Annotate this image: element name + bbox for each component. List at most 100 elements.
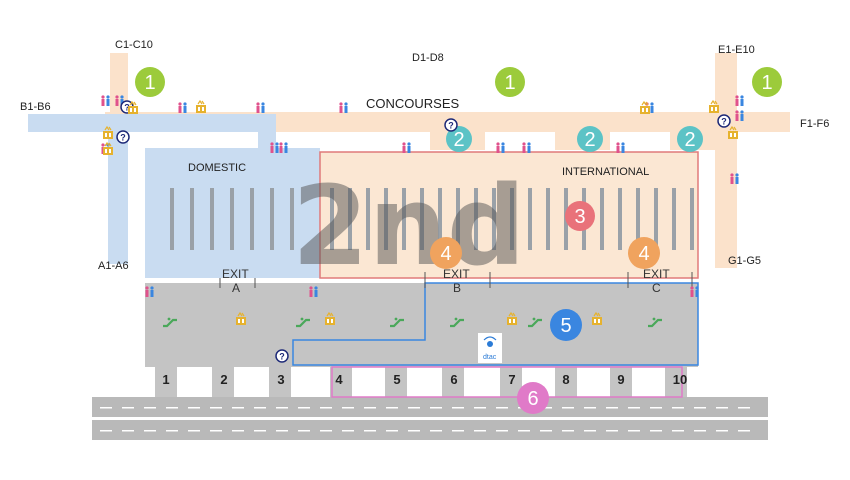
escalator-icon xyxy=(163,317,177,328)
door-block-7 xyxy=(500,367,522,397)
badges: 1 1 1 2 2 2 3 4 4 5 6 xyxy=(135,67,782,414)
gate-lane-24 xyxy=(618,188,622,250)
departure-hall xyxy=(145,283,698,367)
door-block-5 xyxy=(385,367,407,397)
gate-lane-25 xyxy=(636,188,640,250)
road-dash xyxy=(672,407,684,409)
restroom-icon xyxy=(309,286,318,297)
restroom-icon xyxy=(339,102,348,113)
escalator-icon xyxy=(390,317,404,328)
road-dash xyxy=(342,430,354,432)
door-number-6: 6 xyxy=(450,372,457,387)
badge-5: 5 xyxy=(560,315,571,337)
exit-c-letter: C xyxy=(652,281,661,295)
restroom-icon xyxy=(145,286,154,297)
road-dash xyxy=(716,407,728,409)
pier-f xyxy=(735,112,790,132)
gate-lane-5 xyxy=(250,188,254,250)
elevator-icon xyxy=(507,311,517,325)
road-dash xyxy=(738,430,750,432)
gate-lane-15 xyxy=(456,188,460,250)
restroom-icon xyxy=(735,95,744,106)
door-block-6 xyxy=(442,367,464,397)
brand-text: dtac xyxy=(483,354,497,361)
road-dash xyxy=(650,407,662,409)
road-dash xyxy=(386,407,398,409)
badge-3-circle xyxy=(565,201,595,231)
road-dash xyxy=(452,407,464,409)
road-dash xyxy=(166,430,178,432)
road-dash xyxy=(606,430,618,432)
door-number-2: 2 xyxy=(220,372,227,387)
road-dash xyxy=(122,430,134,432)
gate-lane-10 xyxy=(366,188,370,250)
road-dash xyxy=(430,407,442,409)
exit-a-letter: A xyxy=(232,281,240,295)
road-dash xyxy=(672,430,684,432)
gate-lane-9 xyxy=(348,188,352,250)
door-number-5: 5 xyxy=(393,372,400,387)
road-dash xyxy=(166,407,178,409)
escalator-icon xyxy=(296,317,310,328)
road-dash xyxy=(144,407,156,409)
pier-f-label: F1-F6 xyxy=(800,118,829,130)
road-dash xyxy=(606,407,618,409)
badge-6: 6 xyxy=(527,388,538,410)
gate-lane-1 xyxy=(170,188,174,250)
road-dash xyxy=(386,430,398,432)
door-block-8 xyxy=(555,367,577,397)
road-dash xyxy=(430,430,442,432)
restroom-icon xyxy=(279,142,288,153)
road-dash xyxy=(276,407,288,409)
elevator-icon xyxy=(103,125,113,139)
pier-g-label: G1-G5 xyxy=(728,255,761,267)
badge-4-c: 4 xyxy=(638,243,649,265)
international-hall-outline xyxy=(292,282,699,366)
badge-1-c: 1 xyxy=(144,72,155,94)
elevator-icon xyxy=(640,100,650,114)
badge-1-e: 1 xyxy=(761,72,772,94)
gate-lane-17 xyxy=(492,188,496,250)
badge-2-circle xyxy=(446,126,472,152)
gate-lane-28 xyxy=(690,188,694,250)
gate-lane-19 xyxy=(528,188,532,250)
restroom-icon xyxy=(101,95,110,106)
door-block-9 xyxy=(610,367,632,397)
road-divider xyxy=(92,418,768,420)
restroom-icon xyxy=(690,286,699,297)
badge-1-circle xyxy=(135,67,165,97)
road-dash xyxy=(232,407,244,409)
elevator-icon xyxy=(728,125,738,139)
road-dash xyxy=(562,430,574,432)
road-dash xyxy=(628,407,640,409)
road-dash xyxy=(342,407,354,409)
restroom-icon xyxy=(735,110,744,121)
road-dash xyxy=(738,407,750,409)
badge-1-circle xyxy=(495,67,525,97)
pier-b xyxy=(28,114,273,132)
curbside xyxy=(92,366,768,440)
badge-5-circle xyxy=(550,309,582,341)
road-dash xyxy=(452,430,464,432)
badge-4-b: 4 xyxy=(440,243,451,265)
escalator-icon xyxy=(450,317,464,328)
gate-lane-8 xyxy=(330,188,334,250)
door-number-4: 4 xyxy=(335,372,343,387)
door-number-8: 8 xyxy=(562,372,569,387)
escalator-icon xyxy=(648,317,662,328)
road-dash xyxy=(584,407,596,409)
road-dash xyxy=(100,407,112,409)
restroom-icon xyxy=(256,102,265,113)
door-block-3 xyxy=(269,367,291,397)
restroom-icon xyxy=(178,102,187,113)
road-dash xyxy=(320,407,332,409)
exit-b-word: EXIT xyxy=(443,267,470,281)
information-icon: ? xyxy=(116,130,130,144)
badge-3: 3 xyxy=(574,206,585,228)
elevator-icon xyxy=(592,311,602,325)
restroom-icon xyxy=(522,142,531,153)
badge-1-d: 1 xyxy=(504,72,515,94)
badge-6-circle xyxy=(517,382,549,414)
